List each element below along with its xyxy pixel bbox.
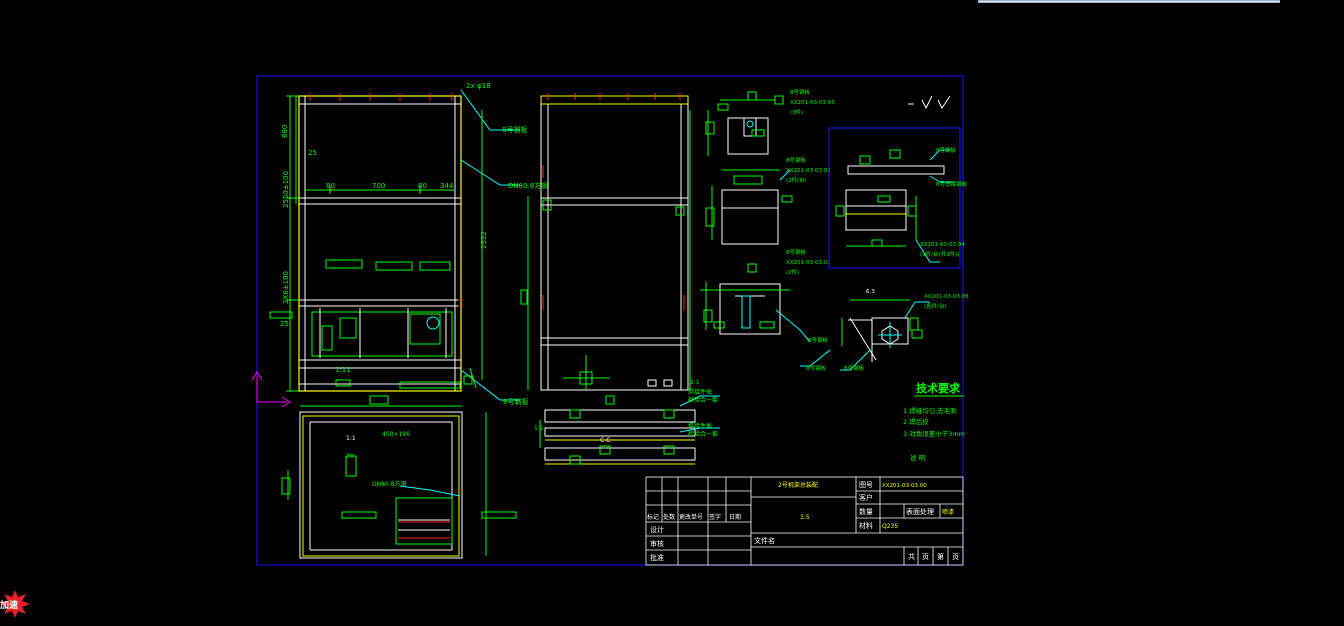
inset-line-2: 8号焊接钢板 xyxy=(936,180,967,188)
dim-700: 700 xyxy=(372,182,385,190)
bottom-note-4: 检验合一套 xyxy=(688,430,718,438)
front-view-labels: 2x-φ18 880 25 2550±100 80 700 80 344 2X6… xyxy=(280,82,548,406)
tech-requirements: 技术要求 1.焊缝均匀,去毛刺 2.焊后校 3.对角误差小于3mm 说 明 xyxy=(903,381,965,462)
top-view-label: 1:1 xyxy=(346,435,356,442)
detail-2-line-2: XX201-03-03.02 xyxy=(786,168,831,174)
roughness-symbol-icon xyxy=(908,95,951,110)
sheet-unit-2: 页 xyxy=(952,553,959,561)
detail-leader-2: 8号钢板 xyxy=(806,364,826,372)
field-finish: 表面处理 xyxy=(906,507,934,516)
bottom-note-2: 检验合一套 xyxy=(688,396,718,404)
scale-note: 6.3 xyxy=(866,289,875,295)
top-view-labels: 1:1 450×196 70 DN80.8方钢 xyxy=(346,431,410,488)
tech-item-1: 1.焊缝均匀,去毛刺 xyxy=(903,406,957,415)
role-review: 审核 xyxy=(650,539,664,548)
detail-1-line-3: (3件) xyxy=(790,108,803,116)
field-material: 材料 xyxy=(859,521,873,530)
detail-3-line-1: 8号钢板 xyxy=(786,248,806,256)
detail-leader-1: 8号钢板 xyxy=(808,336,828,344)
front-leader-1: 8号钢板 xyxy=(502,125,527,134)
finish-value: 喷漆 xyxy=(942,508,954,516)
role-design: 设计 xyxy=(650,525,664,534)
dim-25b: 25 xyxy=(280,320,289,328)
drawing-name: 2号机架总装配 xyxy=(778,481,818,489)
detail-3-line-2: XX201-03-03.01 xyxy=(786,260,831,266)
detail-labels: 8号钢板 XX201-03-03.03 (3件) 8号钢板 XX201-03-0… xyxy=(786,88,969,372)
bottom-assembly xyxy=(539,395,720,465)
inset-line-1: 8号钢板 xyxy=(936,146,956,154)
detail-4-line-1: XX201-03-03.05 xyxy=(924,294,969,300)
field-customer: 客户 xyxy=(859,493,873,502)
rev-date: 日期 xyxy=(729,513,741,521)
bottom-note-1: 焊接件每 xyxy=(688,388,712,396)
title-block-text: 2号机架总装配 1:5 图号 XX201-03-03.00 客户 数量 表面处理… xyxy=(647,481,959,562)
detail-1-line-2: XX201-03-03.03 xyxy=(790,100,835,106)
rev-change-no: 更改单号 xyxy=(679,513,703,521)
dim-scale: 1:11 xyxy=(335,366,351,374)
dim-25: 25 xyxy=(308,149,317,157)
tech-item-2: 2.焊后校 xyxy=(903,417,929,426)
inset-labels: 8号钢板 8号焊接钢板 XX201-03-03.04 (1件/台(共3件)) xyxy=(920,146,967,258)
inset-line-4: (1件/台(共3件)) xyxy=(920,250,959,258)
dim-2550: 2550±100 xyxy=(282,171,290,208)
sheet-total: 共 xyxy=(908,552,915,561)
bottom-note-3: 焊接件每 xyxy=(688,422,712,430)
top-view xyxy=(281,395,517,559)
detail-leader-3: 8号钢板 xyxy=(844,364,864,372)
part-no: XX201-03-03.00 xyxy=(882,483,927,489)
field-file-name: 文件名 xyxy=(754,536,775,545)
top-view-leader: DN80.8方钢 xyxy=(372,480,406,488)
tech-footer: 说 明 xyxy=(910,453,926,462)
sheet-unit-1: 页 xyxy=(922,553,929,561)
field-qty: 数量 xyxy=(859,507,873,516)
ucs-axis-icon xyxy=(251,371,291,408)
dim-880: 880 xyxy=(281,125,289,138)
detail-4-line-2: (各件/台) xyxy=(924,302,947,310)
dim-80b: 80 xyxy=(418,182,427,190)
tech-title: 技术要求 xyxy=(916,381,961,395)
title-block xyxy=(645,476,964,566)
side-view-label: 2:1 xyxy=(690,379,700,386)
badge-label[interactable]: 加速 xyxy=(0,601,19,611)
detail-3-line-3: (2件) xyxy=(786,268,799,276)
bottom-assembly-labels: C-C 焊接件每 检验合一套 焊接件每 检验合一套 1:1 xyxy=(534,388,718,444)
bottom-dim: 1:1 xyxy=(534,425,544,432)
detail-2-line-3: (2件/台) xyxy=(786,176,807,184)
front-leader-3: 8号钢板 xyxy=(503,397,528,406)
role-approve: 批准 xyxy=(650,553,664,562)
front-view xyxy=(269,89,520,401)
inset-view xyxy=(828,127,961,269)
drawing-ratio: 1:5 xyxy=(800,514,810,521)
drawing-frame xyxy=(256,75,964,566)
top-window-strip[interactable] xyxy=(978,0,1280,3)
bottom-label: C-C xyxy=(600,437,611,444)
top-view-dim-2: 70 xyxy=(346,453,354,460)
frame-top-label: 2x-φ18 xyxy=(466,82,491,90)
rev-mark: 标记 xyxy=(647,513,659,521)
sheet-current: 第 xyxy=(937,552,944,561)
detail-2-line-1: 8号钢板 xyxy=(786,156,806,164)
starburst-badge-icon[interactable] xyxy=(0,590,30,618)
detail-1-line-1: 8号钢板 xyxy=(790,88,810,96)
rev-sign: 签字 xyxy=(709,513,721,521)
front-right-dim: 2532 xyxy=(480,231,488,249)
side-view xyxy=(520,93,691,391)
field-drawing-no: 图号 xyxy=(859,481,873,489)
dim-344: 344 xyxy=(440,182,454,190)
front-leader-2: DN80.8方钢 xyxy=(508,181,548,190)
tech-item-3: 3.对角误差小于3mm xyxy=(903,429,965,438)
top-view-dim-1: 450×196 xyxy=(382,431,410,438)
dim-2x6: 2X6±100 xyxy=(282,271,290,304)
dim-80a: 80 xyxy=(326,182,335,190)
inset-line-3: XX201-03-03.04 xyxy=(920,242,965,248)
material-value: Q235 xyxy=(882,523,898,530)
detail-parts xyxy=(700,91,930,371)
rev-count: 处数 xyxy=(663,513,675,521)
